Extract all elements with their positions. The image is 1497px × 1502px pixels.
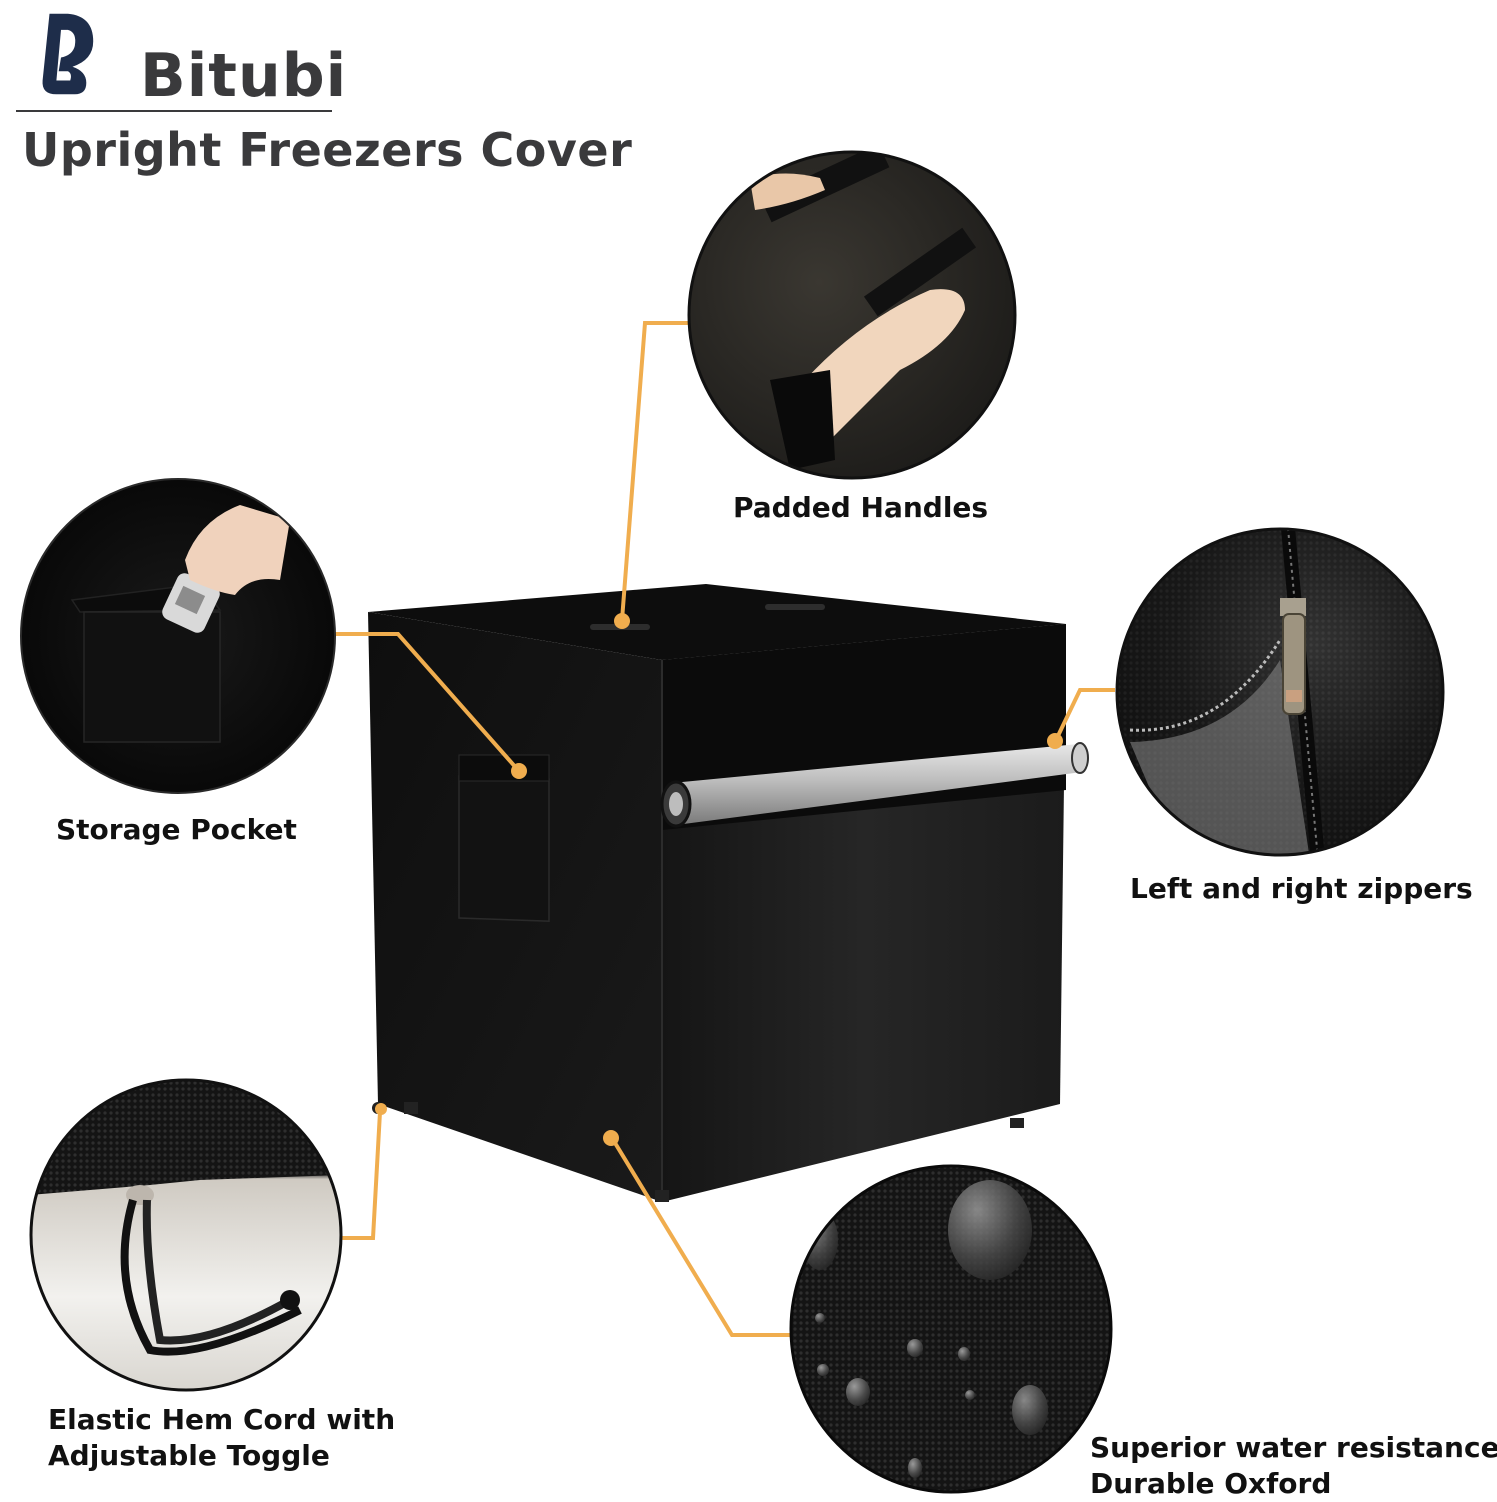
callout-connectors bbox=[335, 321, 1115, 1337]
feature-caption-storage-pocket: Storage Pocket bbox=[56, 813, 297, 846]
brand-divider bbox=[16, 110, 332, 112]
bitubi-logo-icon bbox=[31, 13, 94, 95]
feature-caption-hem-cord: Elastic Hem Cord with Adjustable Toggle bbox=[48, 1402, 395, 1474]
freezer-cover-illustration bbox=[368, 584, 1089, 1202]
brand-name: Bitubi bbox=[140, 41, 348, 111]
water-resistance-image bbox=[791, 1166, 1111, 1492]
hem-cord-line-2: Adjustable Toggle bbox=[48, 1439, 330, 1472]
feature-caption-padded-handles: Padded Handles bbox=[733, 491, 989, 524]
hem-cord-image bbox=[31, 1080, 341, 1390]
callout-dots bbox=[375, 613, 1063, 1146]
product-title: Upright Freezers Cover bbox=[22, 123, 633, 177]
zipper-image bbox=[1117, 529, 1443, 855]
storage-pocket-image bbox=[21, 479, 335, 793]
hem-cord-line-1: Elastic Hem Cord with bbox=[48, 1403, 396, 1436]
water-line-2: Durable Oxford bbox=[1090, 1467, 1332, 1500]
padded-handles-image bbox=[689, 152, 1015, 478]
feature-caption-water-resistance: Superior water resistance Durable Oxford bbox=[1090, 1430, 1497, 1502]
water-line-1: Superior water resistance bbox=[1090, 1431, 1497, 1464]
feature-caption-zippers: Left and right zippers bbox=[1130, 872, 1473, 905]
